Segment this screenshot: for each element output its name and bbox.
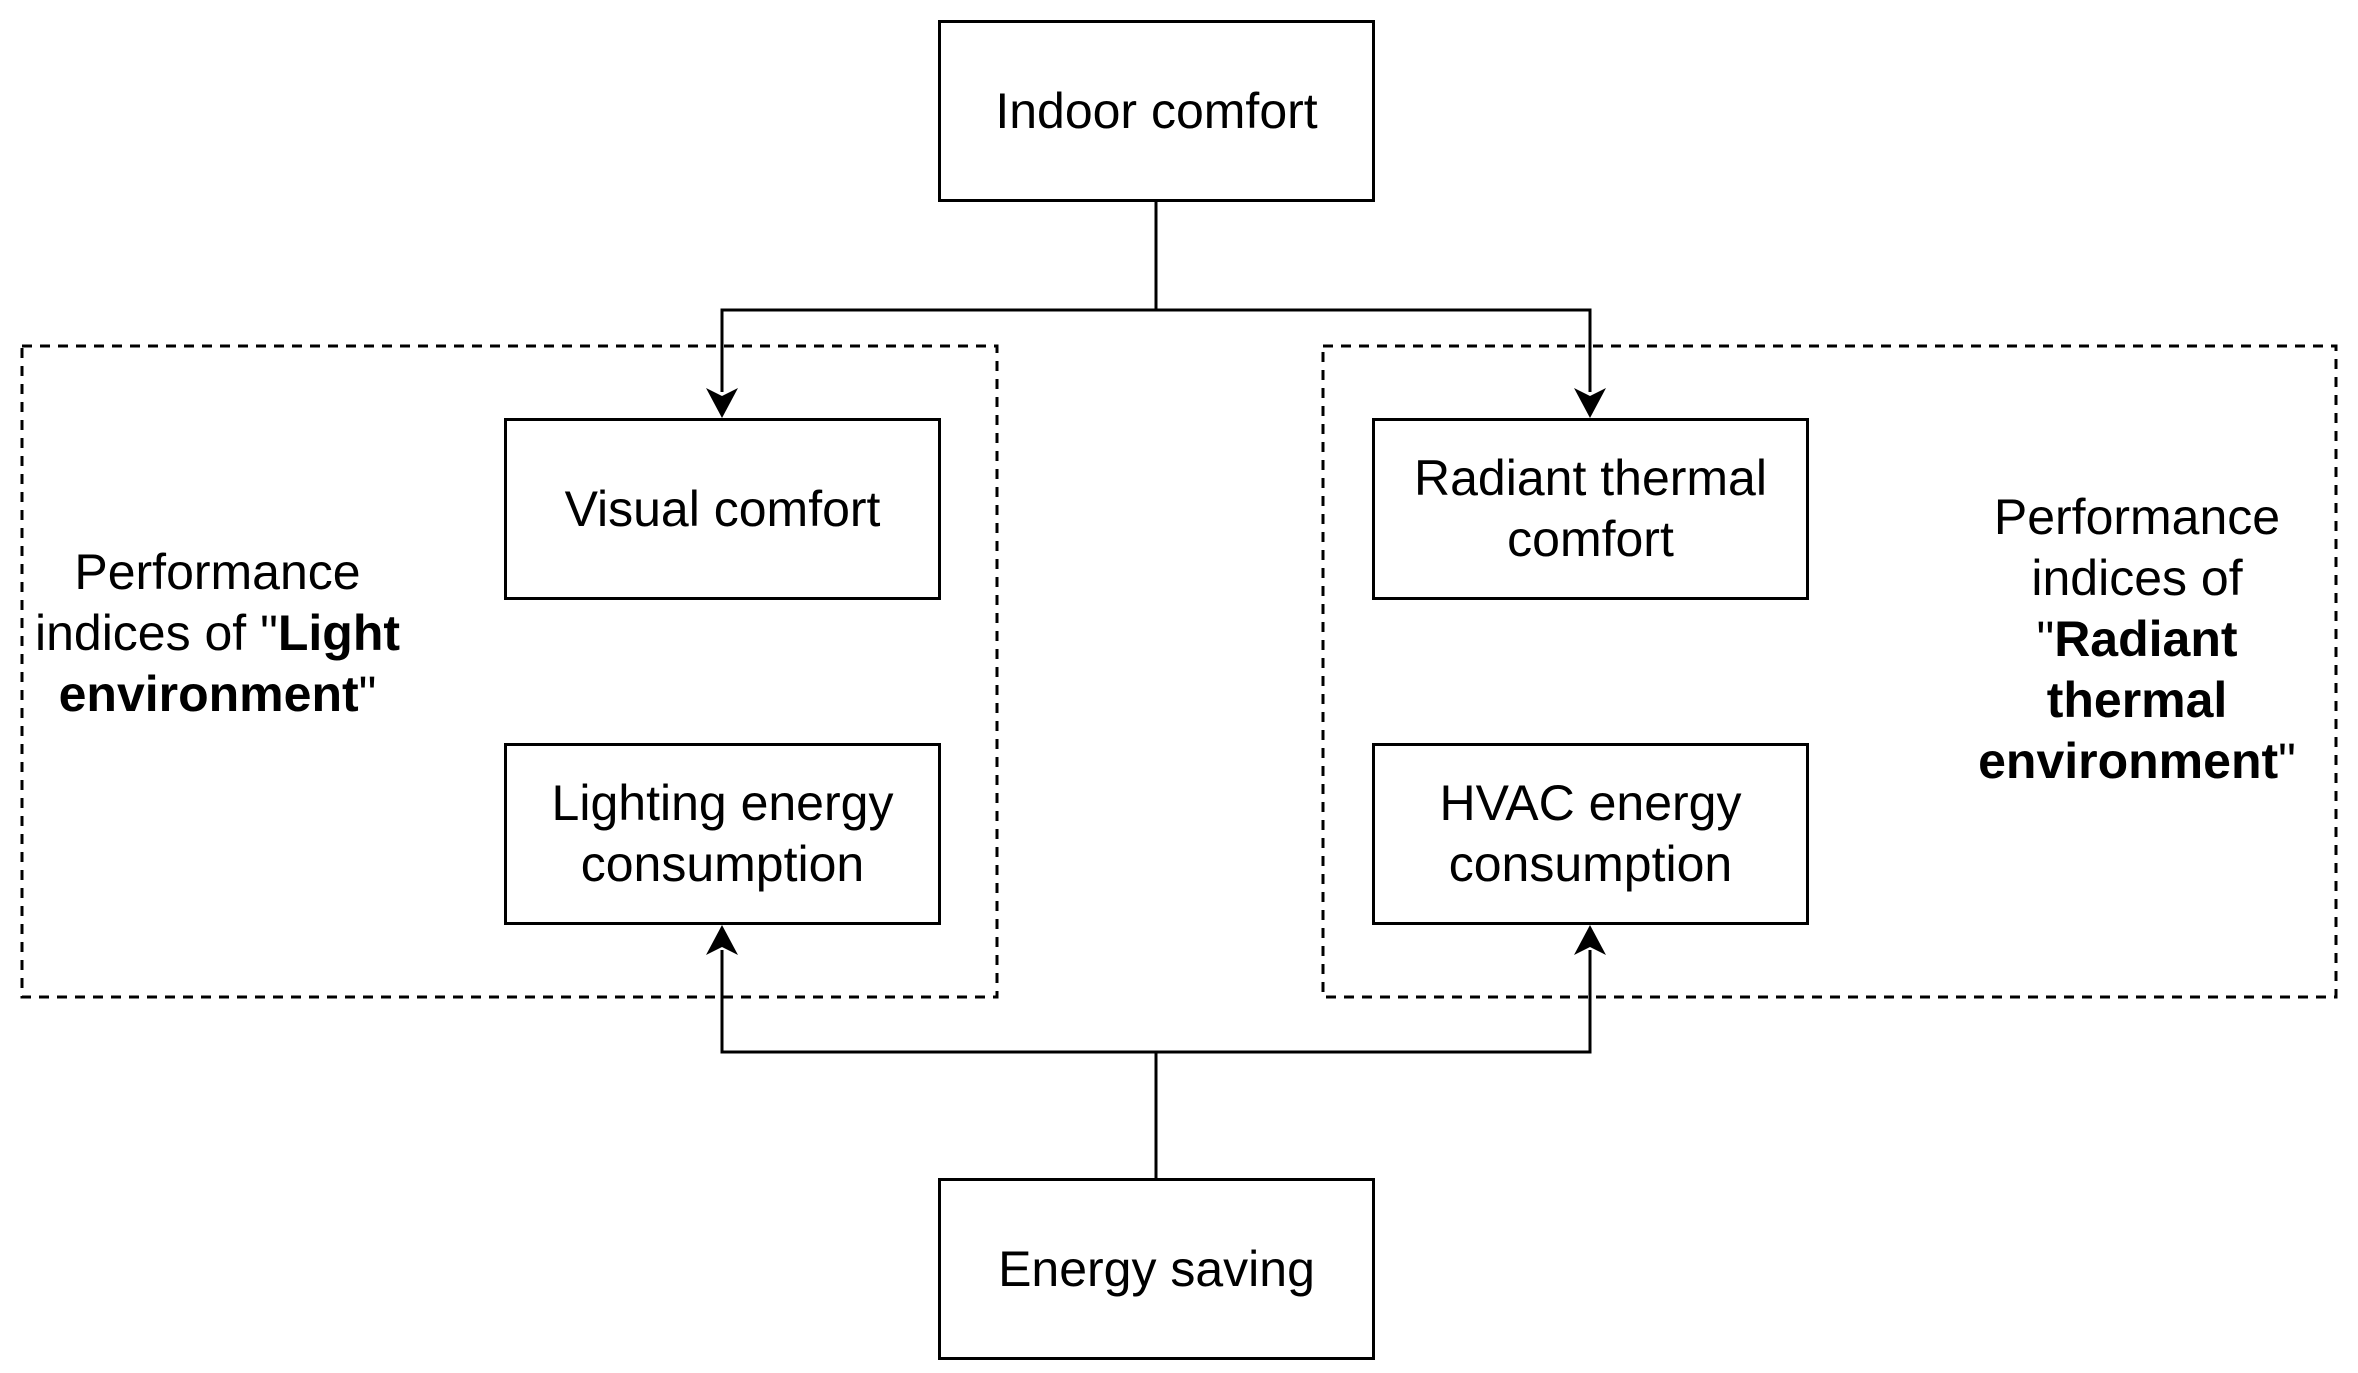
- radiant-thermal-line-1: Radiant thermal: [1414, 450, 1767, 506]
- energy-saving-label: Energy saving: [998, 1240, 1315, 1297]
- connector-energy-to-hvac: [1156, 950, 1592, 1054]
- lighting-energy-text: Lighting energy consumption: [552, 773, 894, 895]
- hvac-energy-text: HVAC energy consumption: [1440, 773, 1742, 895]
- visual-comfort-box: Visual comfort: [504, 418, 941, 600]
- arrow-into-hvac-energy: [1574, 925, 1606, 955]
- radiant-thermal-line-2: comfort: [1507, 511, 1674, 567]
- lighting-energy-box: Lighting energy consumption: [504, 743, 941, 925]
- connector-indoor-to-visual: [720, 308, 1156, 392]
- lighting-energy-line-1: Lighting energy: [551, 775, 894, 831]
- light-label-line-1: Performance: [74, 544, 361, 600]
- light-label-line-2: indices of "Light: [34, 605, 401, 661]
- connector-energy-to-lighting: [720, 950, 1156, 1054]
- radiant-thermal-comfort-box: Radiant thermal comfort: [1372, 418, 1809, 600]
- hvac-energy-line-1: HVAC energy: [1439, 775, 1742, 831]
- light-environment-group-label: Performance indices of "Light environmen…: [20, 542, 415, 725]
- radiant-label-line-5: environment": [1978, 733, 2296, 789]
- arrow-into-lighting-energy: [706, 925, 738, 955]
- energy-saving-box: Energy saving: [938, 1178, 1375, 1360]
- hvac-energy-box: HVAC energy consumption: [1372, 743, 1809, 925]
- hvac-energy-line-2: consumption: [1448, 836, 1733, 892]
- radiant-thermal-group-label: Performance indices of "Radiant thermal …: [1952, 487, 2322, 792]
- indoor-comfort-box: Indoor comfort: [938, 20, 1375, 202]
- radiant-thermal-text: Radiant thermal comfort: [1414, 448, 1767, 570]
- radiant-label-line-2: indices of: [2031, 550, 2243, 606]
- light-label-line-3: environment": [58, 666, 377, 722]
- radiant-thermal-group-frame: [1321, 344, 2338, 999]
- light-environment-group-frame: [20, 344, 999, 999]
- radiant-label-line-3: "Radiant: [2036, 611, 2238, 667]
- arrow-into-radiant-comfort: [1574, 388, 1606, 418]
- visual-comfort-label: Visual comfort: [564, 480, 881, 537]
- connector-indoor-to-radiant: [1156, 308, 1592, 392]
- radiant-label-line-1: Performance: [1993, 489, 2281, 545]
- radiant-label-line-4: thermal: [2046, 672, 2228, 728]
- indoor-comfort-label: Indoor comfort: [995, 82, 1318, 139]
- lighting-energy-line-2: consumption: [580, 836, 865, 892]
- arrow-into-visual-comfort: [706, 388, 738, 418]
